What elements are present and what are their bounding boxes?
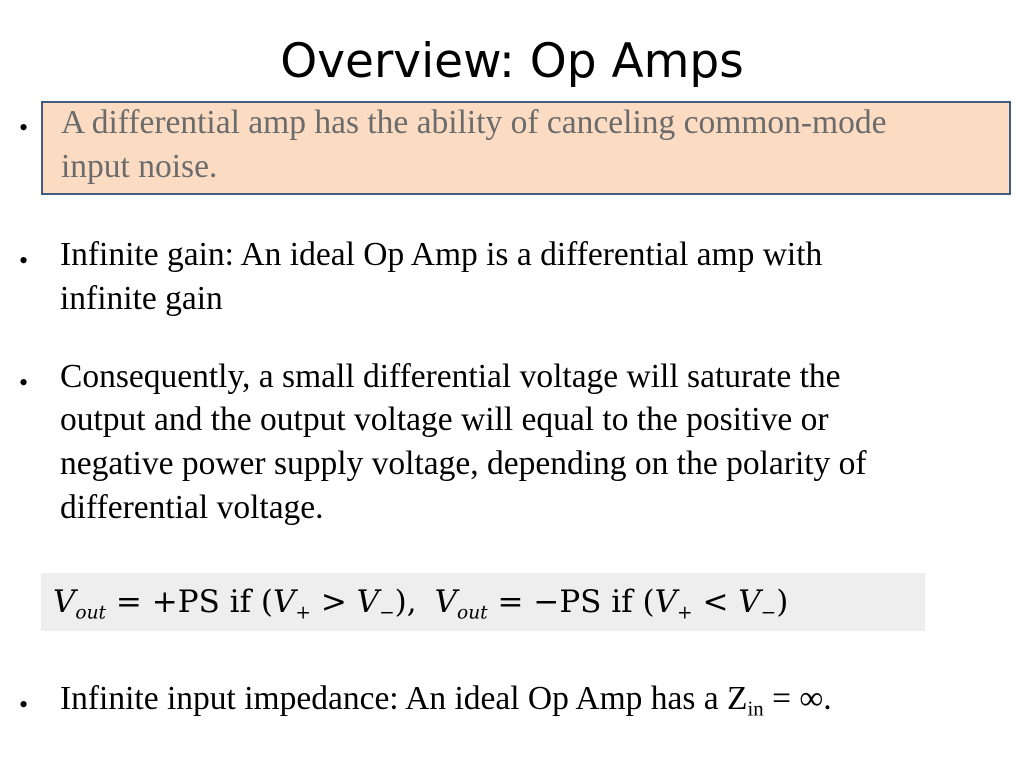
- bullet-2-line-2: infinite gain: [60, 280, 223, 317]
- bullet-4-subscript: in: [747, 697, 764, 721]
- bullet-marker: •: [19, 368, 29, 397]
- bullet-1-line-1: A differential amp has the ability of ca…: [61, 104, 887, 141]
- bullet-3-line-3: negative power supply voltage, depending…: [60, 445, 867, 482]
- bullet-marker: •: [19, 690, 29, 719]
- bullet-4-suffix: = ∞.: [763, 680, 832, 717]
- bullet-4-text: Infinite input impedance: An ideal Op Am…: [60, 677, 832, 721]
- bullet-1-line-2: input noise.: [61, 148, 218, 185]
- bullet-marker: •: [19, 246, 29, 275]
- bullet-3-line-1: Consequently, a small differential volta…: [60, 358, 841, 395]
- slide-title: Overview: Op Amps: [280, 34, 744, 89]
- formula-box: Vout = +PS if (V+ > V−),Vout = −PS if (V…: [41, 573, 925, 631]
- output-voltage-formula: Vout = +PS if (V+ > V−),Vout = −PS if (V…: [53, 584, 789, 624]
- highlight-box: A differential amp has the ability of ca…: [41, 101, 1011, 195]
- bullet-3-line-4: differential voltage.: [60, 489, 324, 526]
- bullet-marker: •: [19, 113, 29, 142]
- bullet-2-line-1: Infinite gain: An ideal Op Amp is a diff…: [60, 236, 823, 273]
- bullet-3-line-2: output and the output voltage will equal…: [60, 401, 829, 438]
- bullet-4-prefix: Infinite input impedance: An ideal Op Am…: [60, 680, 748, 717]
